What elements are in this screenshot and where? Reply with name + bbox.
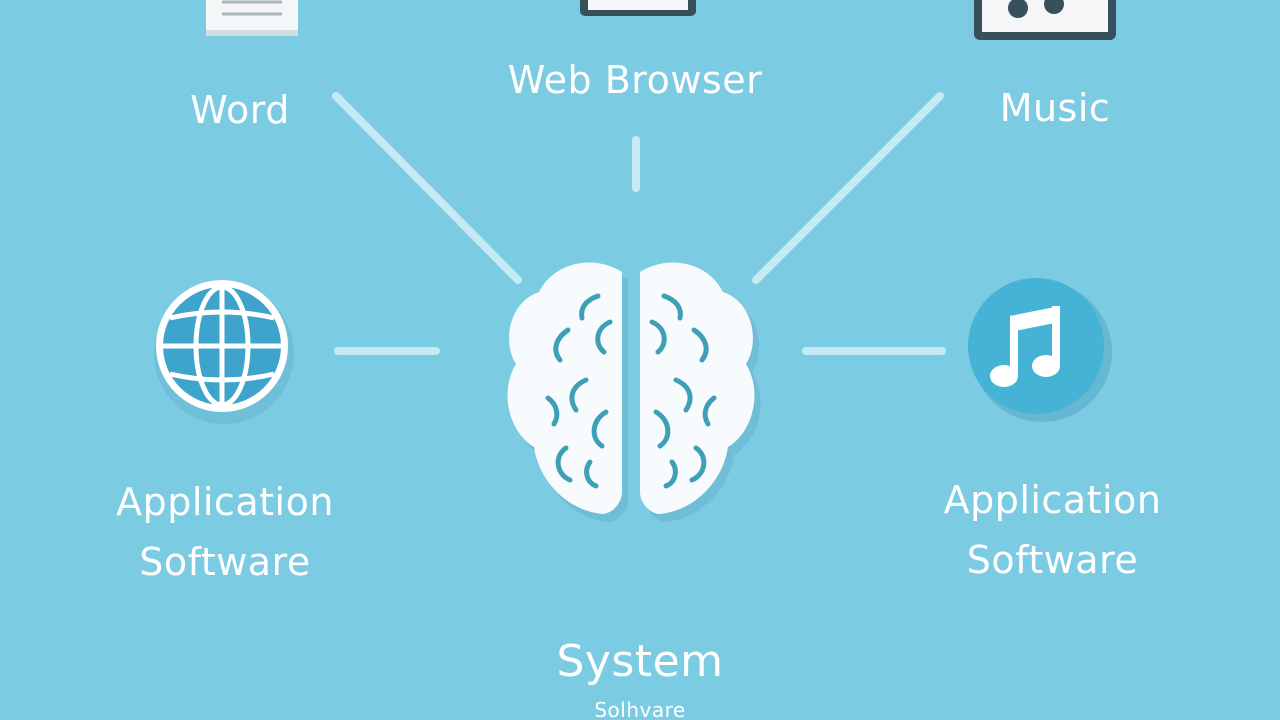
- music-label: Music: [999, 86, 1111, 130]
- application-software-left-line1: Application: [116, 480, 334, 524]
- music-note-icon: [968, 278, 1112, 422]
- browser-window-icon: [580, 0, 696, 16]
- application-software-left-label: Application Software: [80, 472, 370, 592]
- web-browser-label: Web Browser: [507, 58, 763, 102]
- document-icon: [206, 0, 298, 36]
- application-software-left-line2: Software: [139, 540, 311, 584]
- word-label: Word: [190, 88, 290, 132]
- music-player-icon: [974, 0, 1116, 40]
- brain-icon: [507, 262, 761, 522]
- globe-icon: [154, 280, 294, 424]
- system-sublabel: Solhvare: [594, 698, 686, 720]
- connector-music: [752, 92, 944, 284]
- connector-word: [332, 92, 522, 284]
- application-software-right-line2: Software: [966, 538, 1139, 582]
- application-software-right-line1: Application: [943, 478, 1162, 522]
- application-software-right-label: Application Software: [905, 470, 1200, 590]
- system-label: System: [556, 636, 724, 687]
- connectors: [332, 92, 946, 355]
